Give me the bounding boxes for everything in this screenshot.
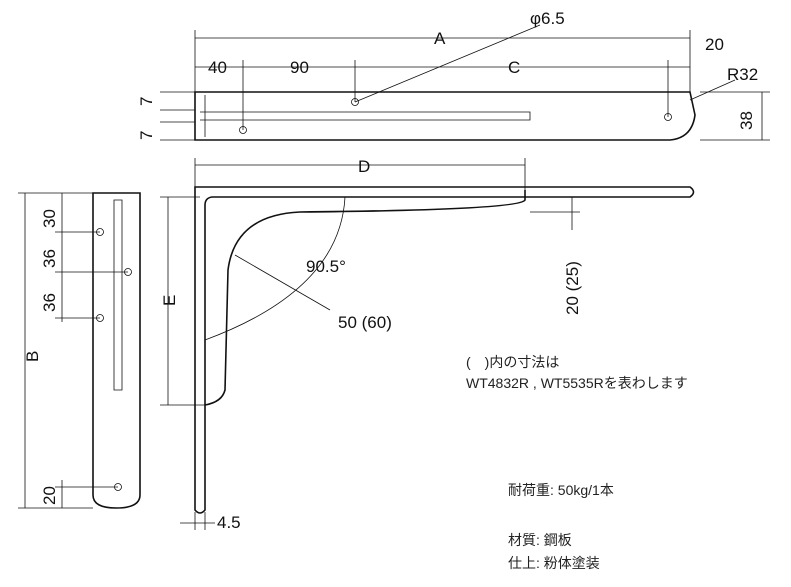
dim-b: B [23, 351, 42, 362]
gusset-curve [204, 190, 526, 406]
dim-r32: R32 [727, 65, 758, 84]
note-load: 耐荷重: 50kg/1本 [508, 482, 614, 498]
dim-30: 30 [40, 209, 59, 228]
note-paren-line1: ( )内の寸法は [466, 354, 560, 370]
l-bracket-outline [194, 186, 695, 514]
dim-c: C [508, 58, 520, 77]
front-view: B 30 36 36 20 [18, 192, 141, 509]
dim-20-25: 20 (25) [563, 261, 582, 315]
dim-d: D [358, 157, 370, 176]
note-paren-line2: WT4832R , WT5535Rを表わします [466, 375, 688, 391]
dim-36-lower: 36 [40, 293, 59, 312]
vertical-slot [113, 199, 123, 391]
top-slot [200, 111, 531, 121]
dim-20-bottom: 20 [40, 486, 59, 505]
dim-7-lower: 7 [137, 131, 156, 140]
note-finish: 仕上: 粉体塗装 [508, 555, 600, 571]
dim-e: E [160, 295, 179, 306]
vertical-plate-outline [92, 192, 141, 509]
note-material: 材質: 鋼板 [508, 532, 572, 548]
dim-38: 38 [737, 111, 756, 130]
dim-angle: 90.5° [306, 257, 346, 276]
dim-a: A [434, 29, 446, 48]
side-view: D 20 (25) 90.5° 50 (60) E 4.5 [160, 157, 695, 532]
dim-7-upper: 7 [137, 97, 156, 106]
dim-hole-diameter: φ6.5 [530, 9, 565, 28]
dim-50-60: 50 (60) [338, 313, 392, 332]
top-view: A φ6.5 20 40 90 C R32 38 7 7 [137, 9, 770, 141]
dim-20-top: 20 [705, 35, 724, 54]
dim-40: 40 [208, 58, 227, 77]
dim-36-upper: 36 [40, 249, 59, 268]
dim-4-5: 4.5 [217, 513, 241, 532]
top-plate-outline [194, 91, 696, 141]
dim-90: 90 [290, 58, 309, 77]
